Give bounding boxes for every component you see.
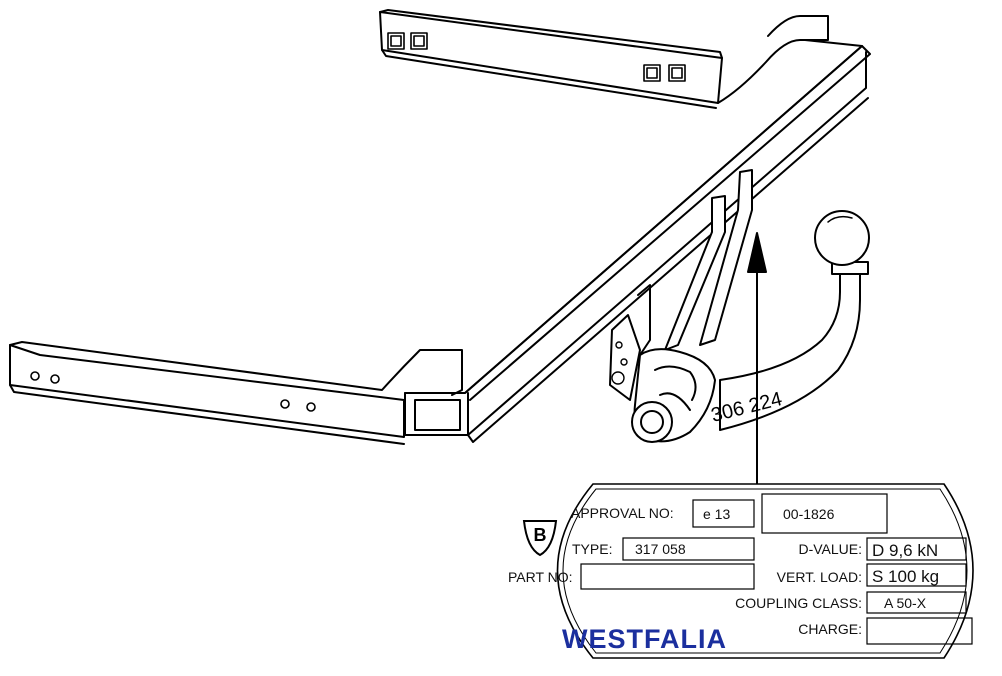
support-plates <box>637 169 753 356</box>
emblem-letter: B <box>534 525 547 545</box>
bolt-holes-lower <box>30 371 316 412</box>
westfalia-logo: WESTFALIA <box>562 624 727 654</box>
part-box <box>580 563 755 590</box>
approval-number-value: 00-1826 <box>783 506 835 522</box>
direction-arrow <box>747 232 767 488</box>
charge-label: CHARGE: <box>798 621 862 637</box>
approval-prefix-box <box>692 499 755 528</box>
vertload-value: S 100 kg <box>872 567 939 586</box>
coupling-box <box>866 591 967 614</box>
dvalue-label: D-VALUE: <box>798 541 862 557</box>
coupling-label: COUPLING CLASS: <box>735 595 862 611</box>
approval-number-box <box>761 493 888 534</box>
type-value: 317 058 <box>635 541 686 557</box>
type-label: TYPE: <box>572 541 612 557</box>
coupling-value: A 50-X <box>884 595 927 611</box>
approval-prefix-value: e 13 <box>703 506 730 522</box>
charge-box <box>866 617 973 645</box>
coupling-head <box>609 314 716 443</box>
bolt-holes-upper <box>387 32 686 82</box>
lower-mounting-bracket <box>9 341 463 445</box>
dvalue-box <box>866 537 967 561</box>
upper-mounting-bracket <box>379 9 829 109</box>
part-label: PART NO: <box>508 569 573 585</box>
vertload-box <box>866 563 967 587</box>
approval-emblem: B <box>522 520 558 557</box>
vertload-label: VERT. LOAD: <box>777 569 862 585</box>
identification-plate: B APPROVAL NO: e 13 00-1826 TYPE: 317 05… <box>508 483 974 659</box>
tow-ball-arm <box>719 210 870 431</box>
approval-label: APPROVAL NO: <box>571 505 674 521</box>
dvalue-value: D 9,6 kN <box>872 541 938 560</box>
type-box <box>622 537 755 561</box>
